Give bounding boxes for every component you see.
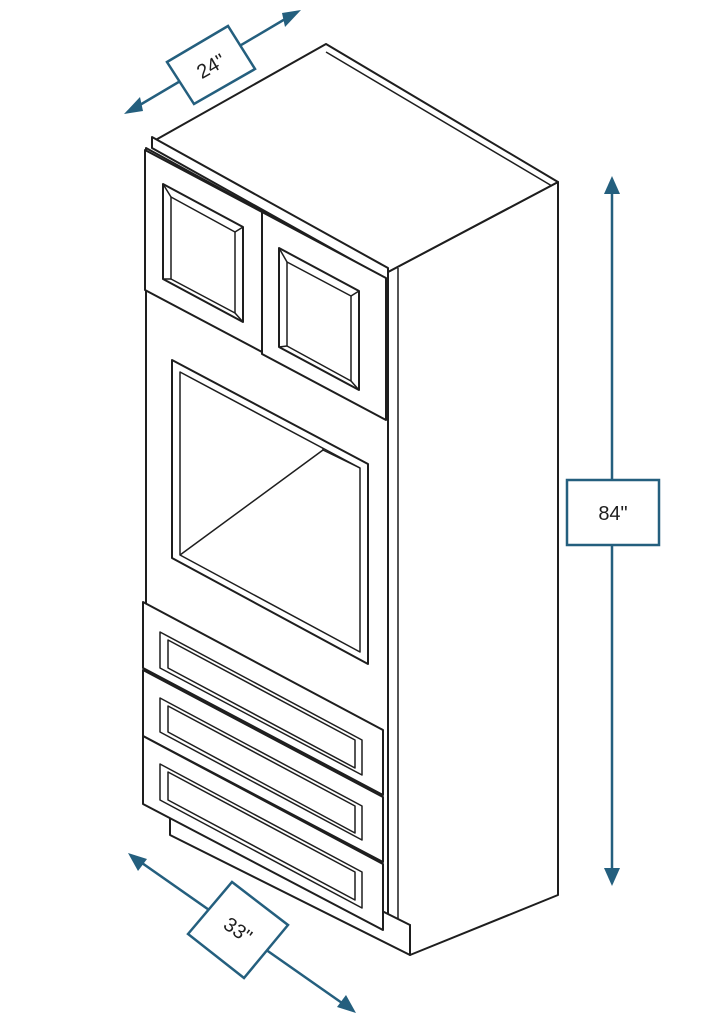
width-dimension: 33" — [128, 853, 356, 1013]
drawer-1 — [142, 601, 384, 796]
height-label: 84" — [598, 503, 627, 525]
arrowhead-icon — [604, 176, 620, 194]
upper-doors — [144, 149, 387, 421]
drawer-2 — [142, 669, 384, 863]
arrowhead-icon — [604, 868, 620, 886]
arrowhead-icon — [337, 995, 356, 1013]
height-label-box — [565, 478, 661, 547]
arrowhead-icon — [124, 97, 143, 114]
height-dimension: 84" — [565, 176, 661, 886]
depth-dimension: 24" — [124, 10, 301, 114]
depth-label-box — [165, 24, 257, 106]
arrowhead-icon — [128, 853, 147, 871]
upper-door-right — [261, 211, 387, 421]
arrowhead-icon — [282, 10, 301, 27]
drawer-3 — [142, 735, 384, 931]
width-label-box — [186, 880, 290, 980]
cabinet-side-panel — [387, 181, 559, 956]
drawers — [142, 601, 384, 931]
oven-opening — [171, 359, 369, 665]
